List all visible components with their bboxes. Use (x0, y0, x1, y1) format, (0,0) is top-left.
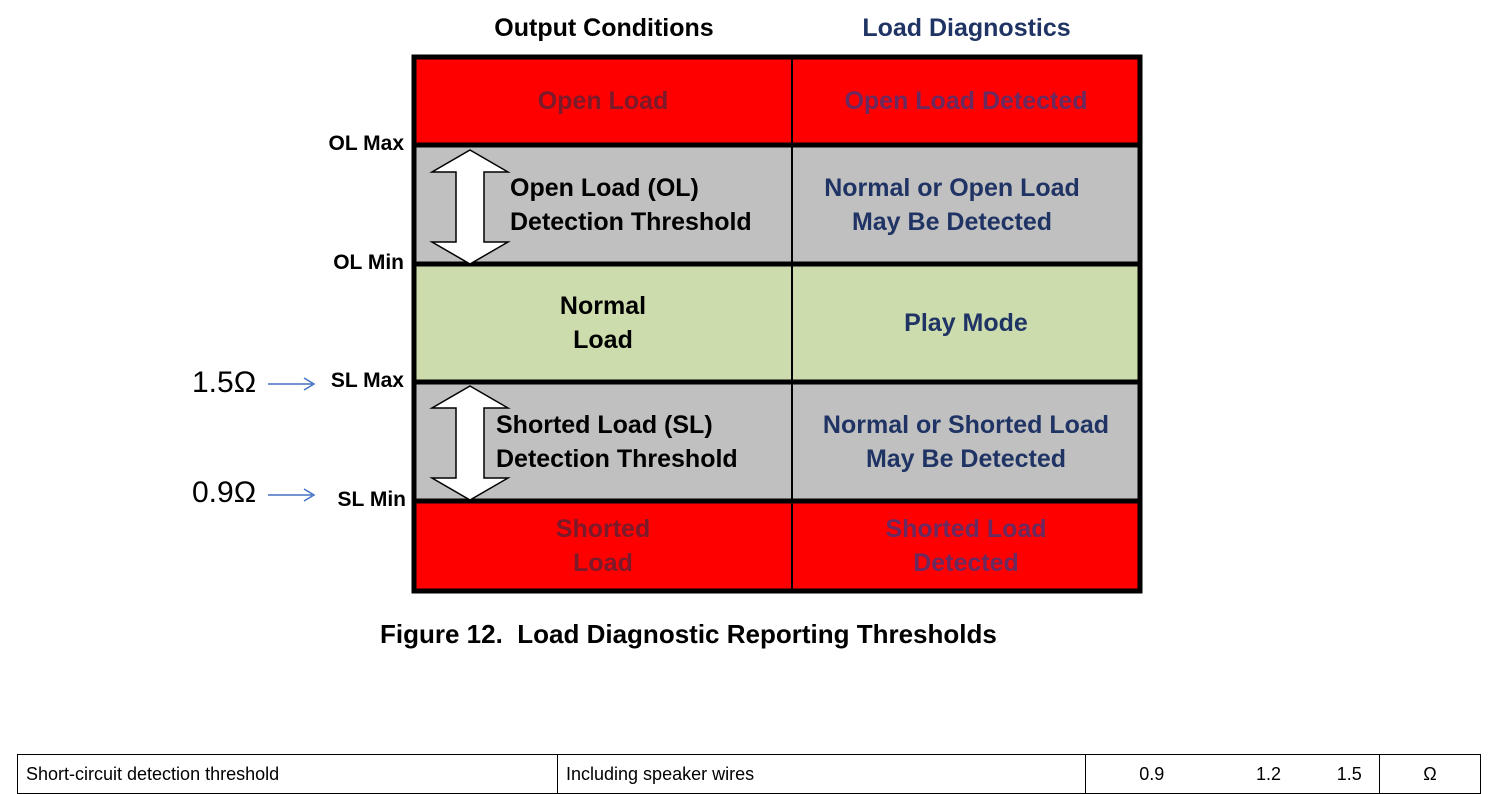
annotation-sl-max-value: 1.5Ω (192, 366, 257, 399)
spec-unit: Ω (1379, 754, 1481, 794)
table-row: Short-circuit detection threshold Includ… (17, 754, 1481, 794)
spec-min: 0.9 (1085, 754, 1218, 794)
cell-normal-or-shorted: Normal or Shorted Load May Be Detected (792, 382, 1140, 501)
arrow-right-icon (268, 377, 316, 391)
label-sl-max: SL Max (330, 369, 404, 392)
spec-typ: 1.2 (1217, 754, 1320, 794)
cell-open-load: Open Load (414, 57, 792, 145)
label-sl-min: SL Min (337, 488, 406, 511)
spec-parameter: Short-circuit detection threshold (17, 754, 558, 794)
cell-play-mode: Play Mode (792, 264, 1140, 382)
cell-shorted-load-detected: Shorted Load Detected (792, 501, 1140, 591)
double-arrow-icon (429, 149, 511, 265)
cell-normal-load: Normal Load (414, 264, 792, 382)
cell-shorted-load: Shorted Load (414, 501, 792, 591)
spec-max: 1.5 (1319, 754, 1380, 794)
spec-condition: Including speaker wires (557, 754, 1086, 794)
spec-table: Short-circuit detection threshold Includ… (17, 754, 1481, 794)
figure-caption: Figure 12. Load Diagnostic Reporting Thr… (380, 619, 997, 649)
label-ol-max: OL Max (328, 132, 404, 155)
annotation-sl-min-value: 0.9Ω (192, 476, 257, 509)
arrow-right-icon (268, 488, 316, 502)
double-arrow-icon (429, 385, 511, 501)
cell-open-load-detected: Open Load Detected (792, 57, 1140, 145)
cell-sl-threshold: Shorted Load (SL) Detection Threshold (496, 410, 738, 473)
header-output-conditions: Output Conditions (494, 14, 714, 42)
cell-normal-or-open: Normal or Open Load May Be Detected (792, 145, 1140, 264)
label-ol-min: OL Min (333, 251, 404, 274)
header-load-diagnostics: Load Diagnostics (862, 14, 1071, 42)
cell-ol-threshold: Open Load (OL) Detection Threshold (510, 173, 752, 236)
